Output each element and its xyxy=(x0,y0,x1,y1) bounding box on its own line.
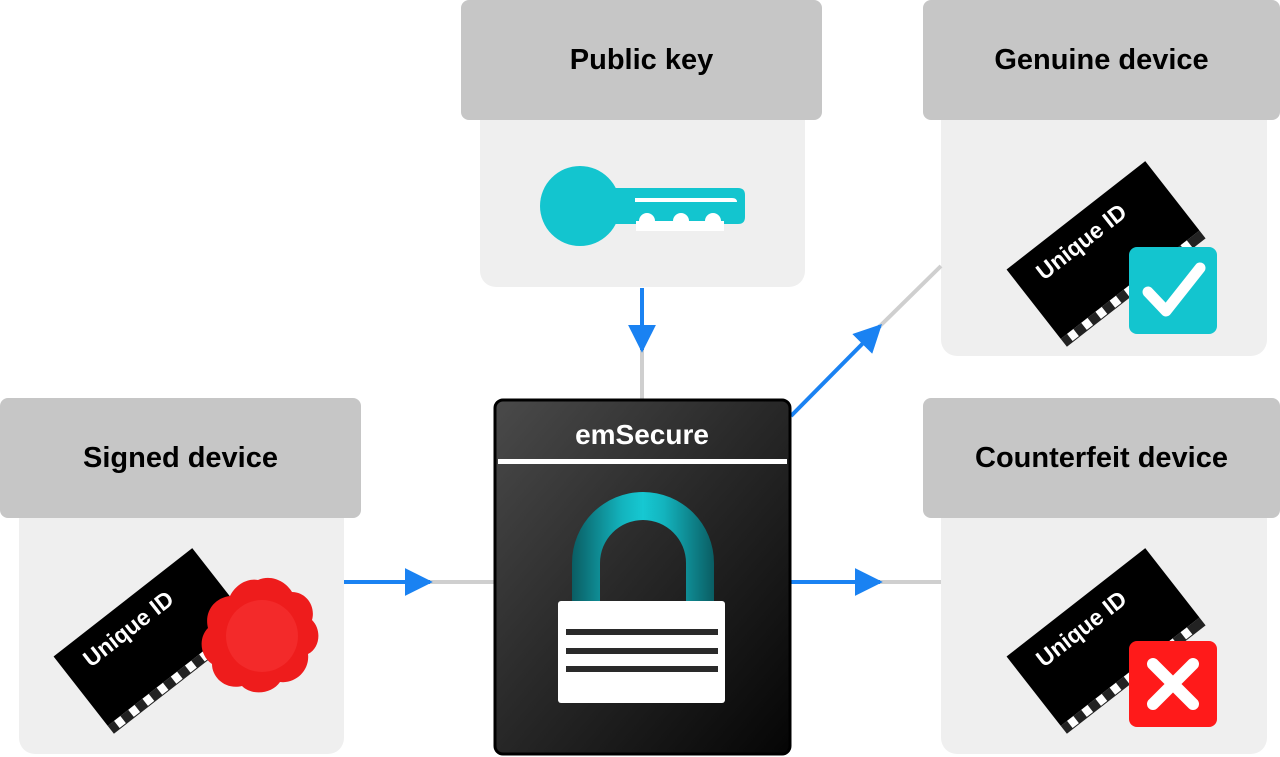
padlock-icon xyxy=(558,492,725,703)
arrow-emsecure-to-genuine xyxy=(789,324,882,418)
genuine-device-title: Genuine device xyxy=(994,43,1209,76)
x-icon xyxy=(1129,641,1217,727)
wax-seal-icon xyxy=(201,577,319,693)
counterfeit-device-title: Counterfeit device xyxy=(975,441,1228,474)
counterfeit-device-header: Counterfeit device xyxy=(923,398,1280,518)
signed-chip: Unique ID xyxy=(53,548,319,734)
emsecure-title: emSecure xyxy=(575,419,709,450)
public-key-header: Public key xyxy=(461,0,822,120)
genuine-device-header: Genuine device xyxy=(923,0,1280,120)
emsecure-box: emSecure xyxy=(493,398,792,756)
connector-genuine-gray xyxy=(878,264,943,328)
key-icon xyxy=(540,166,745,246)
public-key-title: Public key xyxy=(569,43,714,76)
counterfeit-chip: Unique ID xyxy=(1006,548,1217,734)
connectors xyxy=(344,264,943,596)
signed-device-header: Signed device xyxy=(0,398,361,518)
signed-device-title: Signed device xyxy=(82,441,278,474)
genuine-chip: Unique ID xyxy=(1006,161,1217,347)
check-icon xyxy=(1129,247,1217,334)
